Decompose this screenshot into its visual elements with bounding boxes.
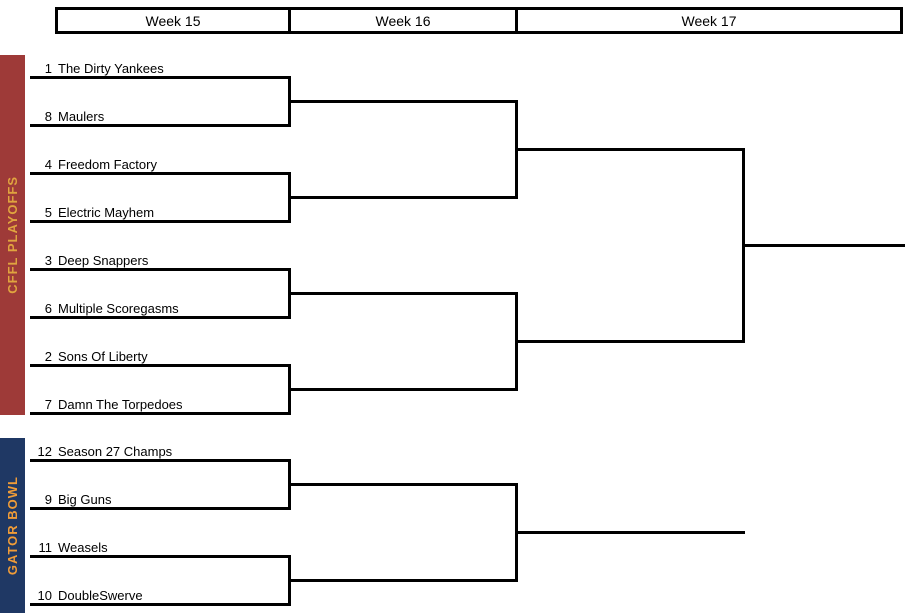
team-seed: 7 xyxy=(44,397,52,412)
team-name: Freedom Factory xyxy=(58,157,157,172)
team-label: 5 Electric Mayhem xyxy=(30,202,310,220)
bracket-line-winner xyxy=(288,292,518,295)
team-label: 8 Maulers xyxy=(30,106,310,124)
week-15-header: Week 15 xyxy=(55,7,291,34)
bracket-line-champion xyxy=(742,244,905,247)
cffl-playoffs-label: CFFL PLAYOFFS xyxy=(5,176,20,294)
team-label: 10 DoubleSwerve xyxy=(30,585,310,603)
bracket-line-team xyxy=(30,412,291,415)
gator-bowl-banner: GATOR BOWL xyxy=(0,438,25,613)
team-label: 7 Damn The Torpedoes xyxy=(30,394,310,412)
bracket-line-team xyxy=(30,124,291,127)
team-name: Damn The Torpedoes xyxy=(58,397,183,412)
team-seed: 12 xyxy=(37,444,52,459)
team-seed: 1 xyxy=(44,61,52,76)
bracket-line-winner xyxy=(288,196,518,199)
bracket-line-team xyxy=(30,316,291,319)
team-seed: 11 xyxy=(38,540,53,555)
team-seed: 5 xyxy=(44,205,52,220)
team-seed: 9 xyxy=(44,492,52,507)
bracket-line-team xyxy=(30,507,291,510)
bracket-line-winner xyxy=(515,531,745,534)
team-label: 6 Multiple Scoregasms xyxy=(30,298,310,316)
team-label: 2 Sons Of Liberty xyxy=(30,346,310,364)
team-seed: 4 xyxy=(44,157,52,172)
team-name: Sons Of Liberty xyxy=(58,349,148,364)
bracket-line-team xyxy=(30,364,291,367)
bracket-line-team xyxy=(30,555,291,558)
bracket-line-winner xyxy=(288,483,518,486)
week-17-label: Week 17 xyxy=(681,12,737,29)
week-16-header: Week 16 xyxy=(288,7,518,34)
bracket-line-team xyxy=(30,220,291,223)
team-label: 12 Season 27 Champs xyxy=(30,441,310,459)
team-name: DoubleSwerve xyxy=(58,588,143,603)
team-name: The Dirty Yankees xyxy=(58,61,164,76)
bracket-line-team xyxy=(30,172,291,175)
team-label: 11 Weasels xyxy=(30,537,310,555)
bracket-line-winner xyxy=(515,148,745,151)
bracket-line-winner xyxy=(288,579,518,582)
team-seed: 2 xyxy=(44,349,52,364)
gator-bowl-label: GATOR BOWL xyxy=(5,475,20,576)
team-name: Maulers xyxy=(58,109,105,124)
team-name: Big Guns xyxy=(58,492,112,507)
team-seed: 3 xyxy=(44,253,52,268)
team-label: 3 Deep Snappers xyxy=(30,250,310,268)
team-label: 4 Freedom Factory xyxy=(30,154,310,172)
team-seed: 8 xyxy=(44,109,52,124)
team-name: Electric Mayhem xyxy=(58,205,155,220)
bracket-line-winner xyxy=(515,340,745,343)
team-label: 9 Big Guns xyxy=(30,489,310,507)
team-name: Deep Snappers xyxy=(58,253,149,268)
bracket-line-team xyxy=(30,76,291,79)
bracket-line-team xyxy=(30,459,291,462)
team-label: 1 The Dirty Yankees xyxy=(30,58,310,76)
team-seed: 6 xyxy=(44,301,52,316)
week-16-label: Week 16 xyxy=(375,12,431,29)
bracket-line-winner xyxy=(288,388,518,391)
bracket-line-winner xyxy=(288,100,518,103)
bracket-line-team xyxy=(30,603,291,606)
team-seed: 10 xyxy=(37,588,52,603)
team-name: Season 27 Champs xyxy=(58,444,173,459)
week-15-label: Week 15 xyxy=(145,12,201,29)
bracket-line-team xyxy=(30,268,291,271)
cffl-playoffs-banner: CFFL PLAYOFFS xyxy=(0,55,25,415)
team-name: Weasels xyxy=(58,540,108,555)
team-name: Multiple Scoregasms xyxy=(58,301,179,316)
week-17-header: Week 17 xyxy=(515,7,903,34)
